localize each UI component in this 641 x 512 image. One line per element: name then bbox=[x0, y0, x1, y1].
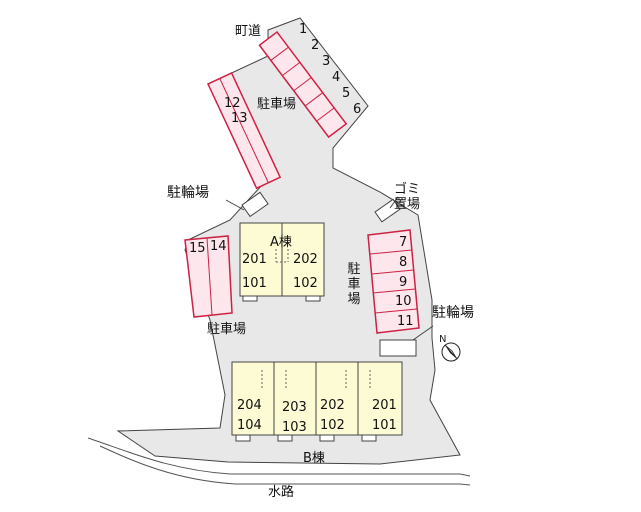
parking-space-number: 10 bbox=[395, 294, 412, 309]
parking-right-label: 駐車場 bbox=[347, 262, 361, 307]
bike-parking-left-label: 駐輪場 bbox=[167, 185, 209, 201]
unit-number: 201 bbox=[242, 252, 267, 267]
unit-number: 203 bbox=[282, 400, 307, 415]
parking-left-label: 駐車場 bbox=[207, 322, 247, 337]
unit-number: 102 bbox=[293, 276, 318, 291]
parking-space-number: 9 bbox=[399, 275, 408, 290]
waterway-line-lower bbox=[99, 445, 471, 486]
parking-space-number: 3 bbox=[322, 54, 331, 69]
parking-space-number: 1 bbox=[299, 22, 308, 37]
waterway-label: 水路 bbox=[268, 485, 295, 500]
parking-space-number: 6 bbox=[353, 102, 362, 117]
building-a-label: A棟 bbox=[270, 235, 292, 250]
unit-number: 102 bbox=[320, 418, 345, 433]
parking-space-number: 7 bbox=[399, 235, 408, 250]
unit-number: 101 bbox=[372, 418, 397, 433]
unit-number: 104 bbox=[237, 418, 262, 433]
parking-top-right bbox=[258, 30, 348, 139]
parking-left bbox=[184, 235, 233, 318]
unit-number: 202 bbox=[293, 252, 318, 267]
parking-space-number: 14 bbox=[210, 239, 227, 254]
parking-space-number: 8 bbox=[399, 255, 408, 270]
unit-number: 101 bbox=[242, 276, 267, 291]
building-b bbox=[231, 361, 403, 442]
parking-space-number: 4 bbox=[332, 70, 341, 85]
unit-number: 204 bbox=[237, 398, 262, 413]
unit-number: 202 bbox=[320, 398, 345, 413]
parking-space-number: 15 bbox=[189, 241, 206, 256]
parking-space-number: 11 bbox=[397, 314, 414, 329]
waterway-line-upper bbox=[87, 437, 471, 477]
town-road-label: 町道 bbox=[235, 24, 262, 39]
parking-top-label: 駐車場 bbox=[257, 97, 297, 112]
building-a bbox=[239, 222, 325, 302]
parking-space-number: 12 bbox=[224, 96, 241, 111]
parking-space-number: 5 bbox=[342, 86, 351, 101]
building-b-label: B棟 bbox=[303, 451, 325, 466]
parking-top-left bbox=[207, 72, 282, 190]
garbage-area bbox=[374, 198, 401, 223]
bike-parking-right bbox=[379, 339, 417, 357]
parking-right bbox=[367, 229, 420, 334]
garbage-label: ゴミ置場 bbox=[394, 182, 421, 212]
bike-parking-right-label: 駐輪場 bbox=[432, 305, 474, 321]
parking-space-number: 2 bbox=[311, 38, 320, 53]
svg-text:N: N bbox=[439, 334, 446, 345]
unit-number: 201 bbox=[372, 398, 397, 413]
parking-space-number: 13 bbox=[231, 111, 248, 126]
bike-parking-left bbox=[241, 191, 269, 218]
unit-number: 103 bbox=[282, 420, 307, 435]
north-arrow-icon: N bbox=[439, 334, 461, 362]
